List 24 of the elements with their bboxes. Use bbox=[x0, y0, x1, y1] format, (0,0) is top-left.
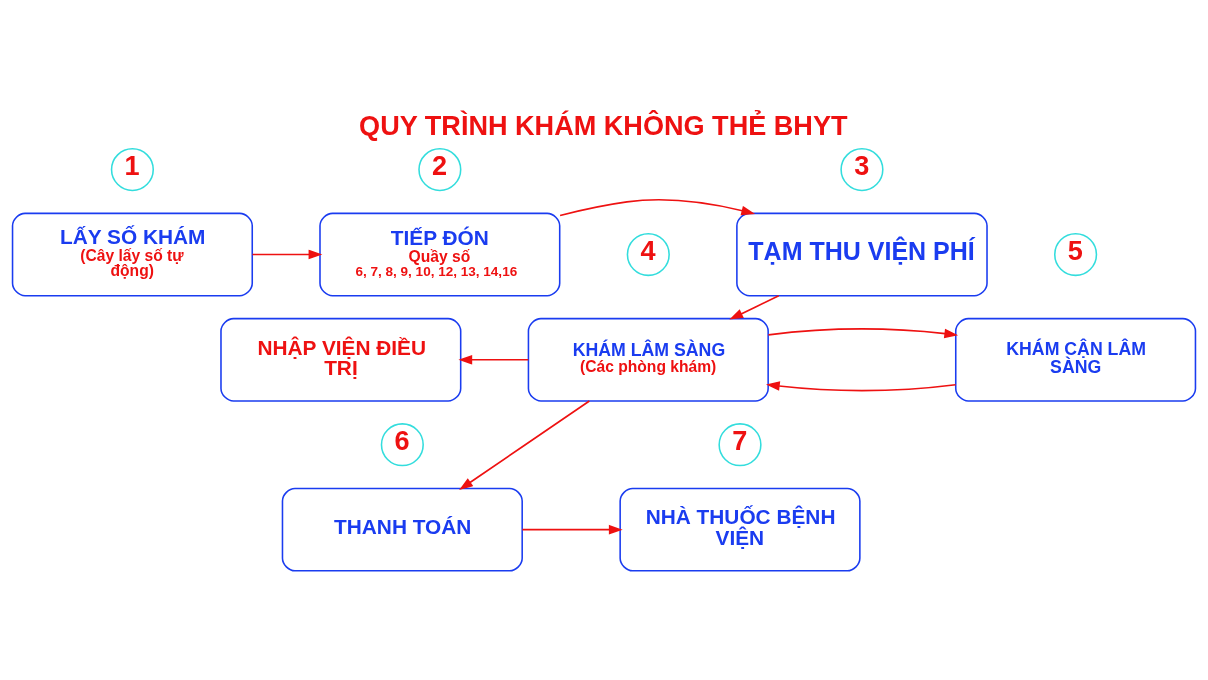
arrow bbox=[767, 327, 959, 338]
arrow bbox=[765, 380, 957, 391]
arrow bbox=[559, 198, 756, 216]
node-circle: 5 bbox=[1054, 232, 1098, 276]
node-circle: 6 bbox=[380, 422, 424, 466]
node-circle: 4 bbox=[626, 232, 670, 276]
node-box: LẤY SỐ KHÁM (Cây lấy số tự động) bbox=[11, 212, 254, 296]
arrow bbox=[729, 294, 780, 320]
diagram-title: QUY TRÌNH KHÁM KHÔNG THẺ BHYT bbox=[359, 109, 848, 141]
node-box: NHẬP VIỆN ĐIỀU TRỊ bbox=[220, 317, 462, 402]
arrow bbox=[458, 354, 530, 365]
node-box: THANH TOÁN bbox=[281, 487, 523, 572]
node-box: KHÁM CẬN LÂM SÀNG bbox=[954, 317, 1197, 402]
node-box: TẠM THU VIỆN PHÍ bbox=[736, 212, 988, 296]
node-circle: 7 bbox=[718, 422, 762, 466]
node-circle: 2 bbox=[418, 147, 462, 191]
arrow bbox=[459, 399, 591, 490]
node-box: NHÀ THUỐC BỆNH VIỆN bbox=[619, 487, 861, 572]
arrow bbox=[521, 524, 623, 534]
node-circle: 1 bbox=[110, 147, 154, 191]
node-circle: 3 bbox=[840, 147, 884, 191]
node-box: KHÁM LÂM SÀNG (Các phòng khám) bbox=[527, 317, 769, 402]
arrow bbox=[251, 249, 323, 259]
node-box: TIẾP ĐÓN Quầy số 6, 7, 8, 9, 10, 12, 13, 14,16 bbox=[319, 212, 561, 296]
